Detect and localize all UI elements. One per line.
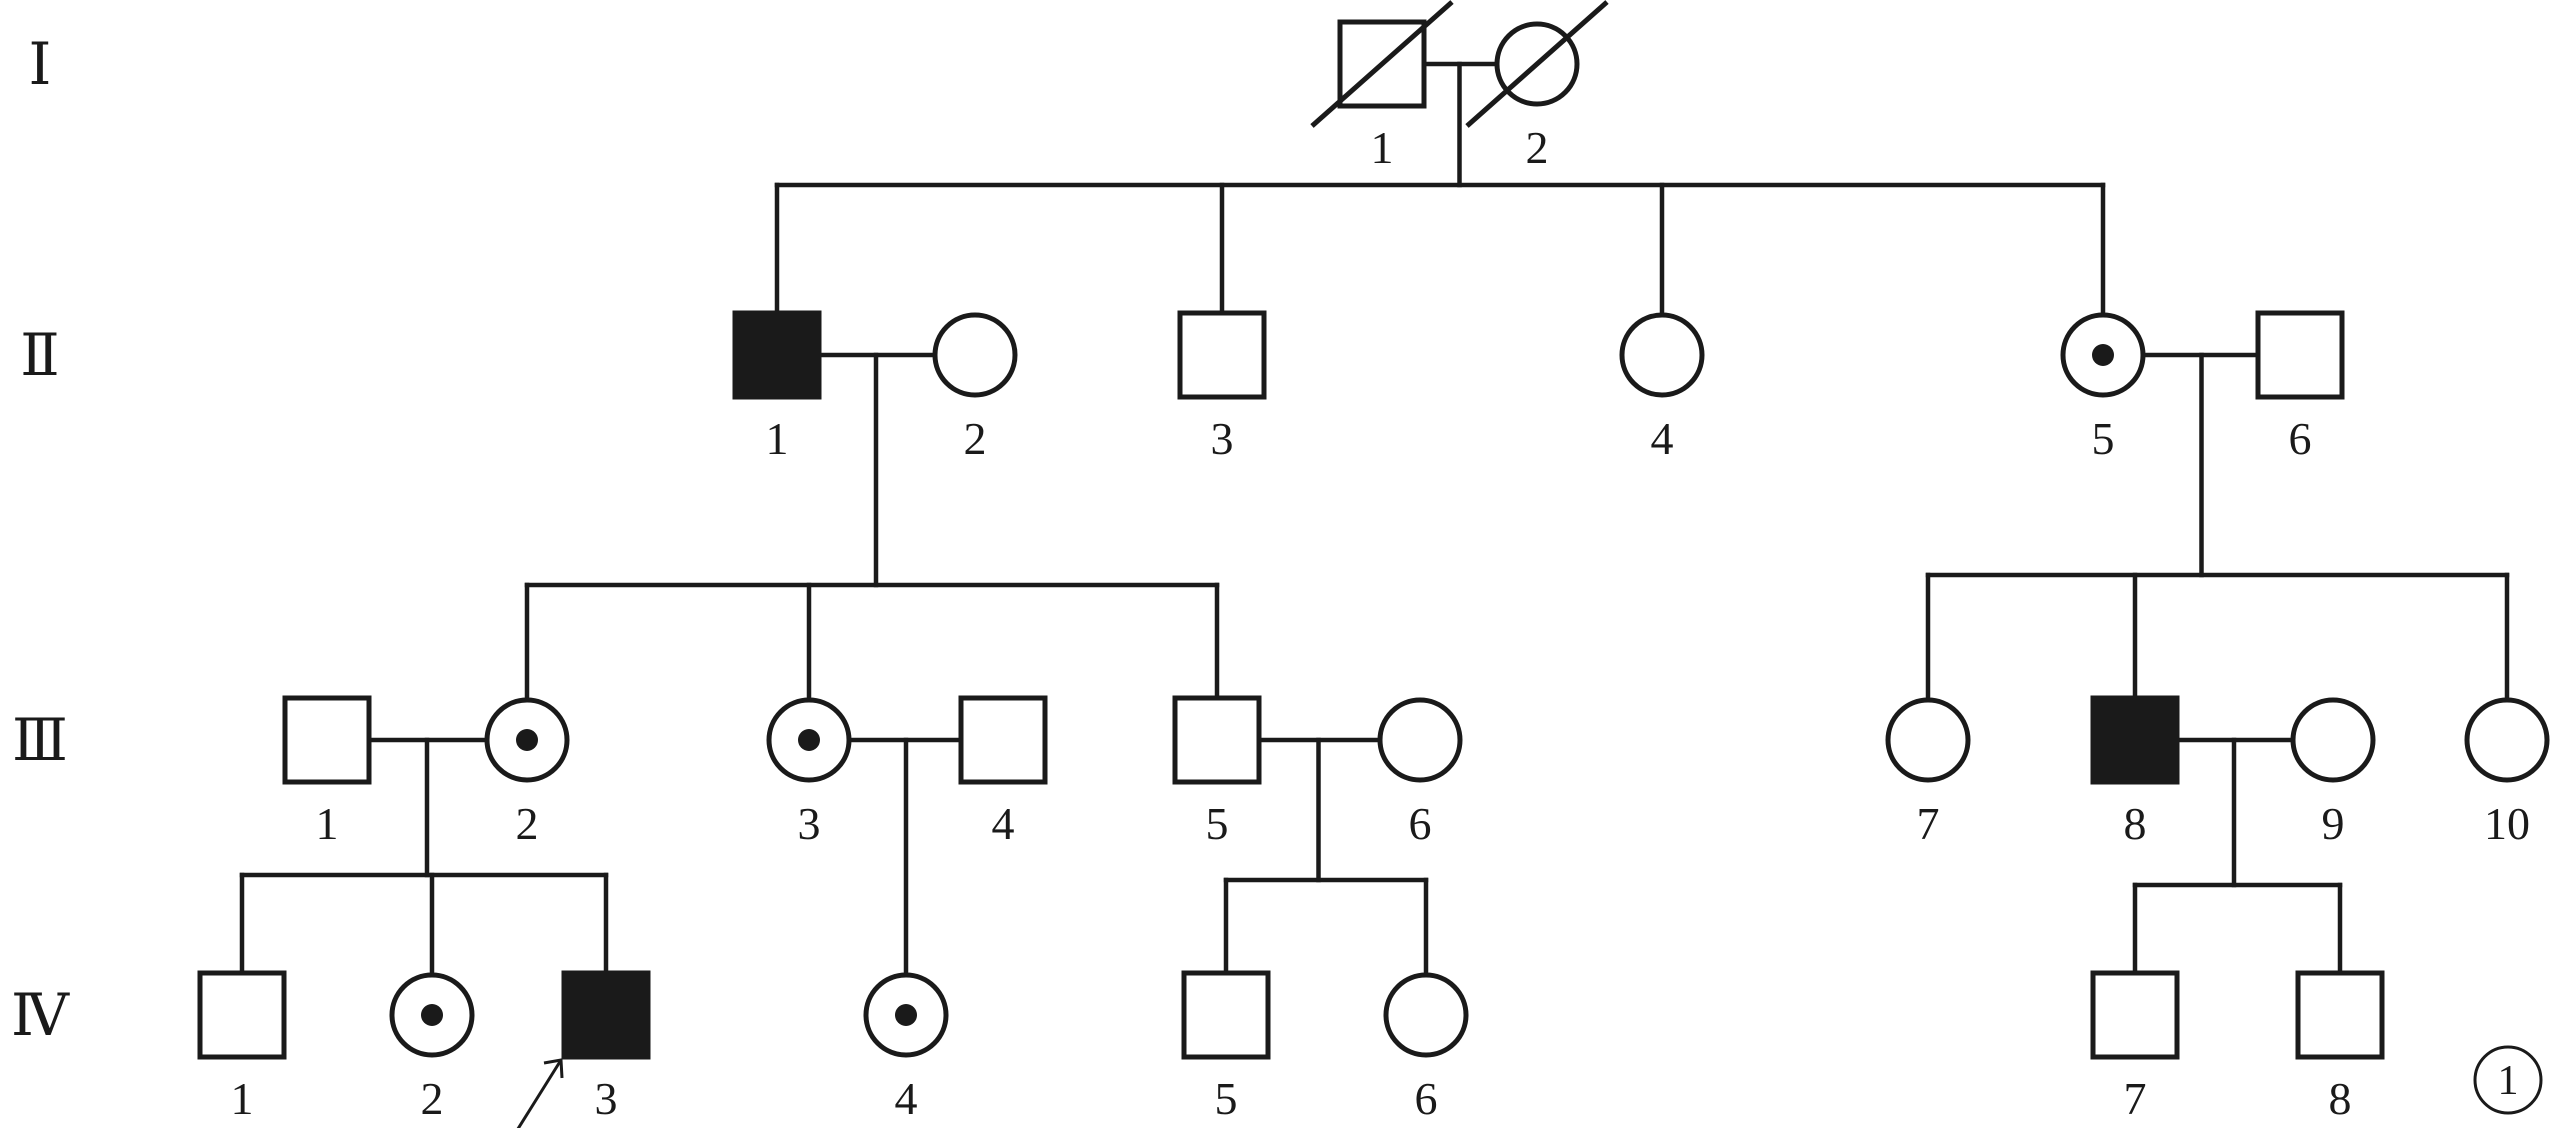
member-id-label: 6 bbox=[1409, 798, 1432, 849]
member-iii-4: 4 bbox=[958, 695, 1048, 849]
relationship-lines bbox=[239, 61, 2510, 976]
member-id-label: 5 bbox=[1215, 1073, 1238, 1124]
male-symbol bbox=[2090, 970, 2180, 1060]
carrier-dot bbox=[2092, 344, 2114, 366]
male-symbol bbox=[1172, 695, 1262, 785]
member-id-label: 1 bbox=[1371, 122, 1394, 173]
member-id-label: 7 bbox=[2124, 1073, 2147, 1124]
female-symbol bbox=[2464, 697, 2550, 783]
family-members: 1 2 1 2 3 4 5 6 1 2 3 4 5 6 7 8 9 10 1 2 3 4 5 6 7 8 bbox=[197, 0, 2550, 1124]
female-symbol bbox=[1885, 697, 1971, 783]
member-ii-5: 5 bbox=[2060, 312, 2146, 464]
member-id-label: 1 bbox=[231, 1073, 254, 1124]
figure-number-circle bbox=[2473, 1045, 2543, 1115]
carrier-dot bbox=[798, 729, 820, 751]
member-iii-7: 7 bbox=[1885, 697, 1971, 849]
male-symbol bbox=[732, 310, 822, 400]
generation-label-1: Ⅰ bbox=[29, 32, 52, 97]
member-id-label: 8 bbox=[2124, 798, 2147, 849]
male-symbol bbox=[197, 970, 287, 1060]
member-ii-3: 3 bbox=[1177, 310, 1267, 464]
member-ii-1: 1 bbox=[732, 310, 822, 464]
deceased-slash bbox=[1465, 0, 1609, 128]
member-id-label: 7 bbox=[1917, 798, 1940, 849]
member-iv-1: 1 bbox=[197, 970, 287, 1124]
male-symbol bbox=[2090, 695, 2180, 785]
generation-labels: Ⅰ Ⅱ Ⅲ Ⅳ bbox=[11, 32, 70, 1048]
member-id-label: 2 bbox=[516, 798, 539, 849]
member-ii-6: 6 bbox=[2255, 310, 2345, 464]
generation-label-2: Ⅱ bbox=[20, 323, 59, 388]
male-symbol bbox=[1181, 970, 1271, 1060]
member-id-label: 9 bbox=[2322, 798, 2345, 849]
member-iii-9: 9 bbox=[2290, 697, 2376, 849]
member-ii-4: 4 bbox=[1619, 312, 1705, 464]
member-iv-6: 6 bbox=[1383, 972, 1469, 1124]
member-id-label: 10 bbox=[2484, 798, 2530, 849]
member-id-label: 2 bbox=[421, 1073, 444, 1124]
member-id-label: 3 bbox=[798, 798, 821, 849]
male-symbol bbox=[2255, 310, 2345, 400]
member-id-label: 1 bbox=[316, 798, 339, 849]
member-iii-5: 5 bbox=[1172, 695, 1262, 849]
member-id-label: 6 bbox=[1415, 1073, 1438, 1124]
male-symbol bbox=[561, 970, 651, 1060]
member-i-2: 2 bbox=[1465, 0, 1609, 173]
female-symbol bbox=[1377, 697, 1463, 783]
generation-label-4: Ⅳ bbox=[11, 983, 70, 1048]
member-id-label: 5 bbox=[2092, 413, 2115, 464]
male-symbol bbox=[282, 695, 372, 785]
member-i-1: 1 bbox=[1310, 0, 1454, 173]
female-symbol bbox=[1619, 312, 1705, 398]
male-symbol bbox=[1177, 310, 1267, 400]
generation-label-3: Ⅲ bbox=[12, 708, 68, 773]
member-id-label: 1 bbox=[766, 413, 789, 464]
member-iii-8: 8 bbox=[2090, 695, 2180, 849]
member-id-label: 3 bbox=[1211, 413, 1234, 464]
carrier-dot bbox=[421, 1004, 443, 1026]
proband-marker bbox=[516, 1058, 564, 1128]
member-iv-4: 4 bbox=[863, 972, 949, 1124]
member-iv-3: 3 bbox=[561, 970, 651, 1124]
member-id-label: 2 bbox=[1526, 122, 1549, 173]
female-symbol bbox=[1383, 972, 1469, 1058]
member-id-label: 5 bbox=[1206, 798, 1229, 849]
member-iv-5: 5 bbox=[1181, 970, 1271, 1124]
member-iii-1: 1 bbox=[282, 695, 372, 849]
carrier-dot bbox=[895, 1004, 917, 1026]
member-iii-3: 3 bbox=[766, 697, 852, 849]
member-iv-8: 8 bbox=[2295, 970, 2385, 1124]
member-id-label: 4 bbox=[1651, 413, 1674, 464]
member-iv-2: 2 bbox=[389, 972, 475, 1124]
proband-arrow bbox=[516, 1058, 564, 1128]
member-id-label: 4 bbox=[992, 798, 1015, 849]
member-id-label: 3 bbox=[595, 1073, 618, 1124]
member-id-label: 8 bbox=[2329, 1073, 2352, 1124]
member-iv-7: 7 bbox=[2090, 970, 2180, 1124]
figure-number-badge: 1 bbox=[2473, 1045, 2543, 1115]
member-iii-6: 6 bbox=[1377, 697, 1463, 849]
female-symbol bbox=[2290, 697, 2376, 783]
male-symbol bbox=[2295, 970, 2385, 1060]
member-id-label: 4 bbox=[895, 1073, 918, 1124]
member-ii-2: 2 bbox=[932, 312, 1018, 464]
male-symbol bbox=[958, 695, 1048, 785]
deceased-slash bbox=[1310, 0, 1454, 128]
female-symbol bbox=[932, 312, 1018, 398]
member-id-label: 2 bbox=[964, 413, 987, 464]
member-id-label: 6 bbox=[2289, 413, 2312, 464]
figure-number-label: 1 bbox=[2498, 1058, 2519, 1104]
carrier-dot bbox=[516, 729, 538, 751]
member-iii-2: 2 bbox=[484, 697, 570, 849]
member-iii-10: 10 bbox=[2464, 697, 2550, 849]
